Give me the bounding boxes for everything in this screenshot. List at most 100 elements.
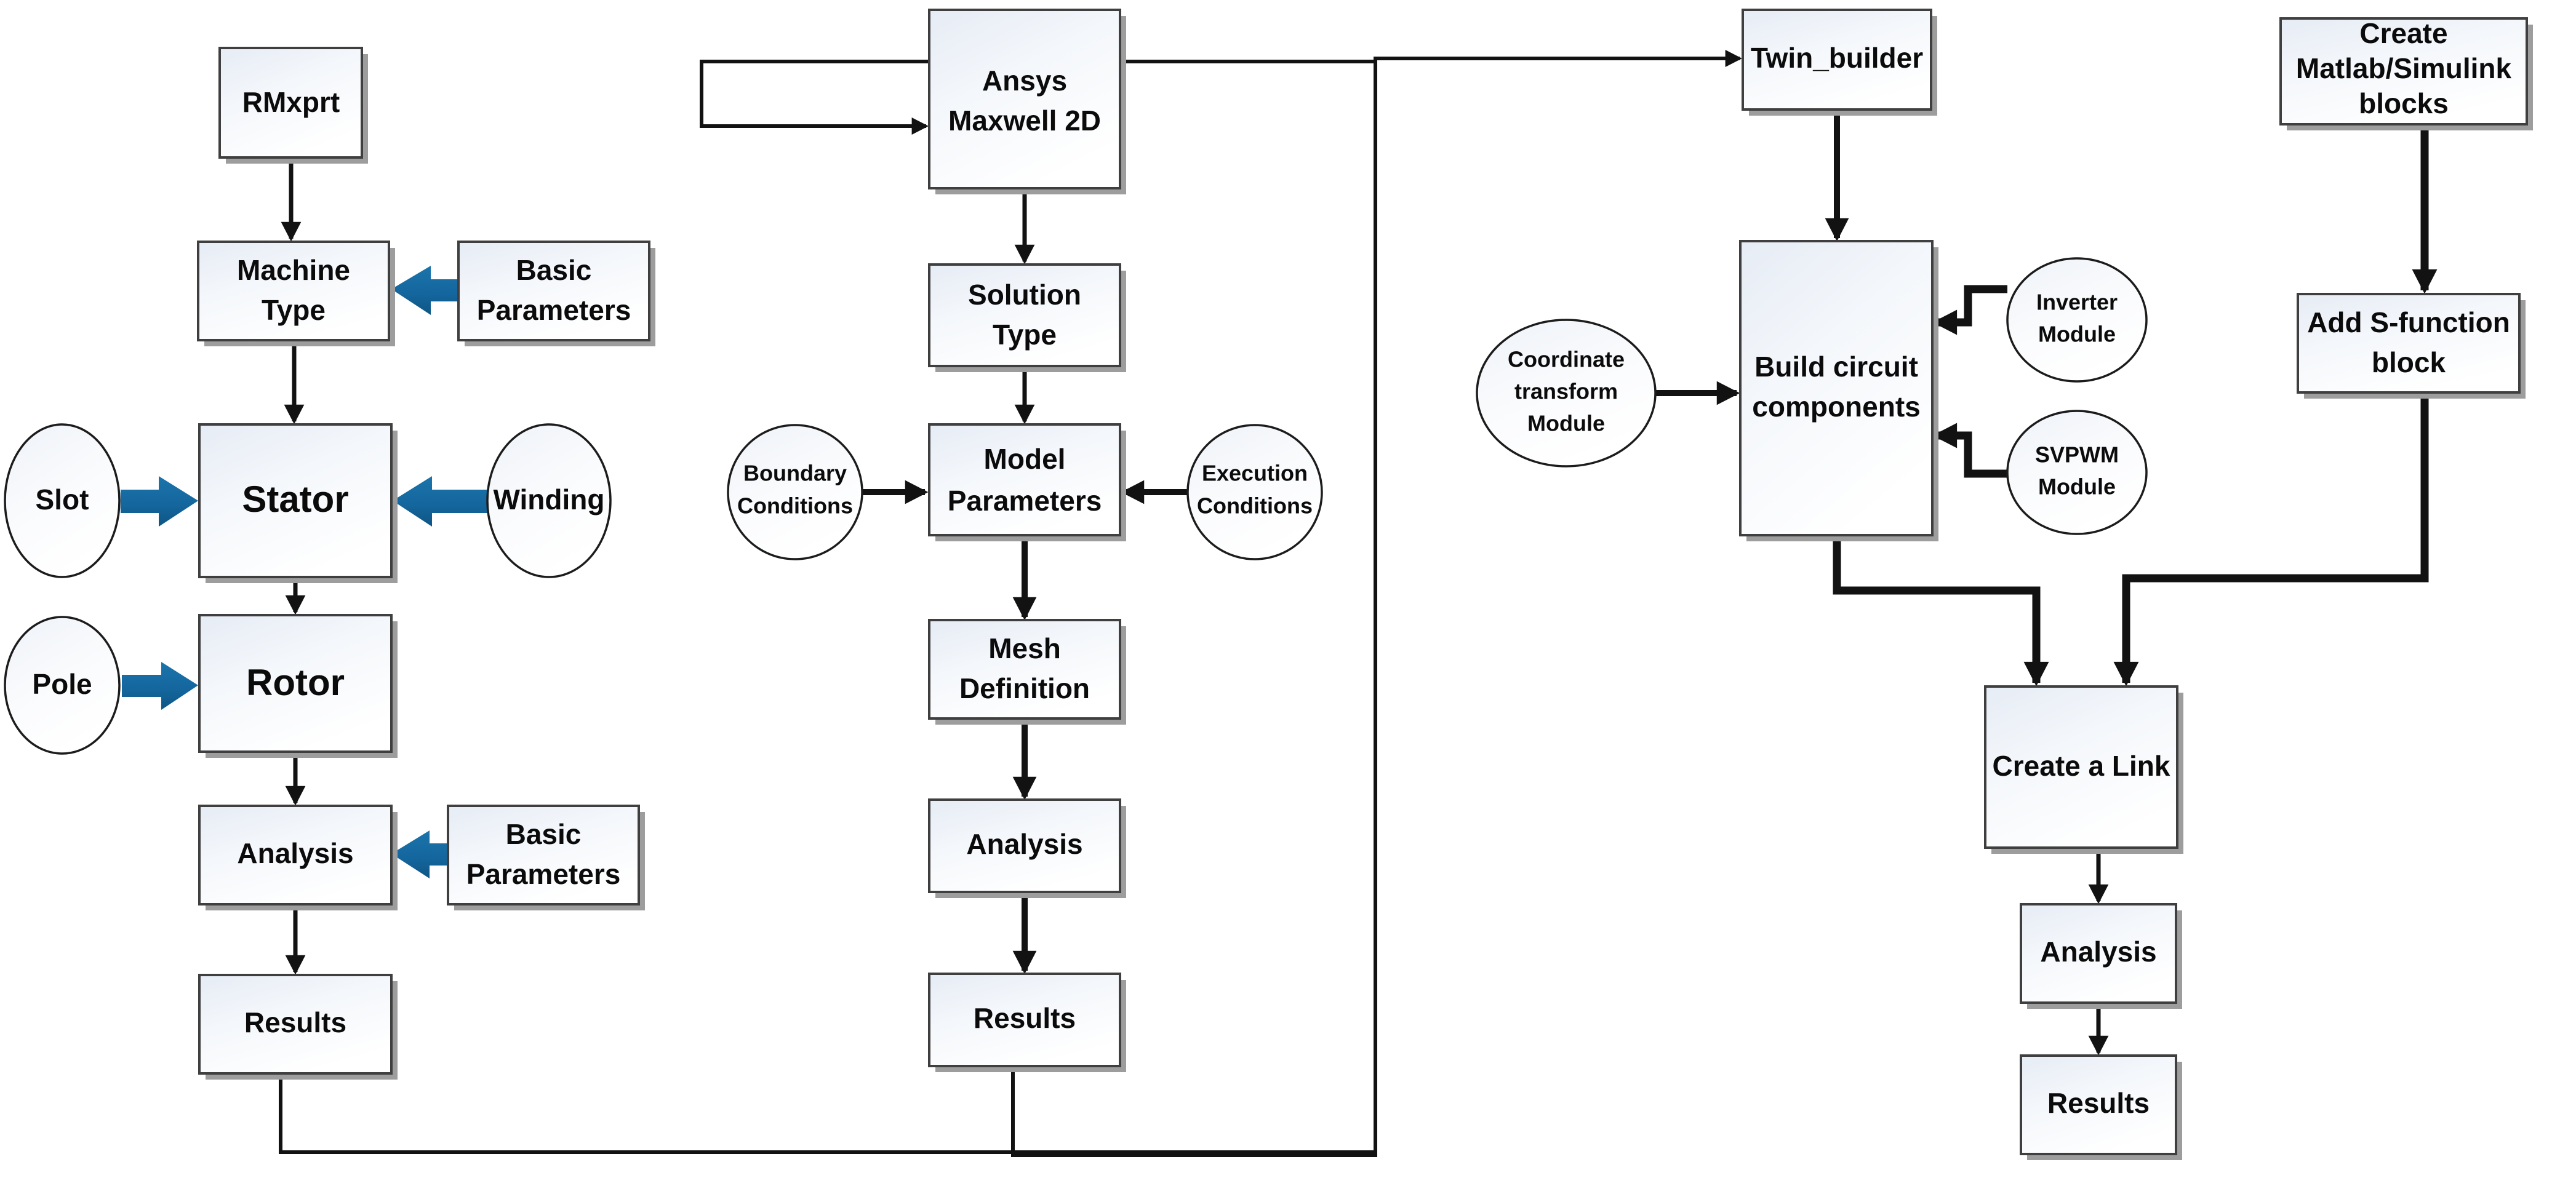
- add-s-function-block-label-line2: block: [2372, 346, 2446, 378]
- analysis-2-label: Analysis: [966, 828, 1082, 860]
- results-1-box: [198, 974, 393, 1075]
- node-coordinate-transform-module[interactable]: Coordinate transform Module: [1476, 319, 1657, 468]
- stator-box: [198, 423, 393, 578]
- machine-type-box: [197, 241, 390, 341]
- add-s-function-block-label-line1: Add S-function: [2307, 306, 2510, 338]
- blue-arrow-basic-parameters-2-to-analysis-1: [391, 830, 450, 878]
- build-circuit-components-label-line2: components: [1752, 391, 1920, 423]
- inverter-module-label-line2: Module: [2038, 322, 2116, 347]
- node-twin-builder[interactable]: Twin_builder: [1742, 9, 1937, 116]
- solution-type-label-line2: Type: [993, 319, 1057, 351]
- ansys-maxwell-2d-box: [928, 9, 1121, 189]
- create-matlab-simulink-blocks-box: [2279, 17, 2528, 125]
- winding-label: Winding: [494, 484, 605, 515]
- analysis-1-box: [198, 805, 393, 905]
- results-1-label: Results: [244, 1006, 346, 1038]
- create-a-link-box: [1984, 685, 2178, 849]
- create-matlab-simulink-blocks-label-line2: Matlab/Simulink: [2296, 52, 2512, 84]
- mesh-definition-label-line1: Mesh: [988, 632, 1061, 664]
- node-results-3[interactable]: Results: [2020, 1054, 2182, 1160]
- connector-inverter-module-to-build-circuit-components: [1932, 285, 2007, 335]
- rmxprt-label: RMxprt: [242, 86, 340, 118]
- node-layer: RMxprt Machine Type Basic Parameters Slo…: [4, 9, 2533, 1160]
- connector-layer: [279, 49, 2438, 1157]
- svpwm-module-ellipse: [2006, 410, 2148, 535]
- node-ansys-maxwell-2d[interactable]: Ansys Maxwell 2D: [928, 9, 1126, 194]
- boundary-conditions-label-line2: Conditions: [737, 493, 853, 519]
- node-create-matlab-simulink-blocks[interactable]: Create Matlab/Simulink blocks: [2279, 17, 2533, 130]
- machine-type-label-line2: Type: [262, 294, 326, 326]
- node-machine-type[interactable]: Machine Type: [197, 241, 395, 346]
- node-svpwm-module[interactable]: SVPWM Module: [2006, 410, 2148, 535]
- node-analysis-1[interactable]: Analysis: [198, 805, 398, 910]
- blue-arrow-winding-to-stator: [393, 476, 490, 527]
- node-basic-parameters-2[interactable]: Basic Parameters: [447, 805, 645, 910]
- twin-builder-box: [1742, 9, 1932, 111]
- node-mesh-definition[interactable]: Mesh Definition: [928, 619, 1126, 725]
- ansys-maxwell-2d-label-line1: Ansys: [982, 65, 1067, 97]
- basic-parameters-2-label-line2: Parameters: [466, 858, 621, 890]
- node-basic-parameters-1[interactable]: Basic Parameters: [457, 241, 655, 346]
- node-execution-conditions[interactable]: Execution Conditions: [1186, 424, 1323, 560]
- slot-label: Slot: [36, 484, 89, 515]
- stator-label: Stator: [242, 479, 348, 520]
- node-analysis-3[interactable]: Analysis: [2020, 903, 2182, 1009]
- node-rmxprt[interactable]: RMxprt: [218, 47, 368, 164]
- blue-arrow-pole-to-rotor: [122, 662, 198, 710]
- node-slot[interactable]: Slot: [4, 423, 121, 578]
- mesh-definition-label-line2: Definition: [959, 672, 1090, 704]
- node-rotor[interactable]: Rotor: [198, 614, 398, 758]
- create-matlab-simulink-blocks-label-line1: Create: [2359, 17, 2447, 49]
- build-circuit-components-box: [1739, 240, 1934, 536]
- coordinate-transform-module-label-line3: Module: [1527, 411, 1605, 436]
- node-model-parameters[interactable]: Model Parameters: [928, 423, 1126, 541]
- build-circuit-components-label-line1: Build circuit: [1754, 351, 1918, 383]
- node-analysis-2[interactable]: Analysis: [928, 798, 1126, 898]
- coordinate-transform-module-ellipse: [1476, 319, 1657, 468]
- ansys-maxwell-2d-label-line2: Maxwell 2D: [948, 105, 1101, 137]
- analysis-2-box: [928, 798, 1121, 893]
- results-2-box: [928, 973, 1121, 1067]
- rmxprt-box: [218, 47, 363, 159]
- node-winding[interactable]: Winding: [486, 423, 612, 578]
- results-3-box: [2020, 1054, 2177, 1155]
- slot-ellipse: [4, 423, 121, 578]
- node-add-s-function-block[interactable]: Add S-function block: [2297, 293, 2526, 399]
- svpwm-module-label-line1: SVPWM: [2035, 442, 2119, 468]
- inverter-module-label-line1: Inverter: [2036, 290, 2118, 315]
- results-2-label: Results: [974, 1002, 1076, 1034]
- node-results-2[interactable]: Results: [928, 973, 1126, 1072]
- mesh-definition-box: [928, 619, 1121, 720]
- boundary-conditions-ellipse: [727, 424, 863, 560]
- connector-build-circuit-components-to-create-a-link: [1833, 535, 2049, 687]
- node-stator[interactable]: Stator: [198, 423, 398, 583]
- blue-arrow-basic-parameters-1-to-machine-type: [391, 266, 460, 315]
- coordinate-transform-module-label-line2: transform: [1514, 379, 1618, 404]
- rotor-label: Rotor: [246, 662, 345, 703]
- create-matlab-simulink-blocks-label-line3: blocks: [2359, 87, 2449, 119]
- create-a-link-label: Create a Link: [1993, 750, 2170, 782]
- node-boundary-conditions[interactable]: Boundary Conditions: [727, 424, 863, 560]
- twin-builder-label: Twin_builder: [1751, 42, 1923, 74]
- node-pole[interactable]: Pole: [4, 616, 121, 755]
- node-inverter-module[interactable]: Inverter Module: [2006, 257, 2148, 383]
- coordinate-transform-module-label-line1: Coordinate: [1508, 347, 1625, 372]
- connector-svpwm-module-to-build-circuit-components: [1932, 423, 2007, 478]
- node-build-circuit-components[interactable]: Build circuit components: [1739, 240, 1938, 541]
- pole-label: Pole: [32, 668, 92, 700]
- node-solution-type[interactable]: Solution Type: [928, 263, 1126, 372]
- basic-parameters-1-label-line1: Basic: [516, 254, 592, 286]
- machine-type-label-line1: Machine: [237, 254, 350, 286]
- execution-conditions-label-line2: Conditions: [1197, 493, 1313, 519]
- blue-arrow-layer: [121, 266, 490, 878]
- node-results-1[interactable]: Results: [198, 974, 398, 1080]
- node-create-a-link[interactable]: Create a Link: [1984, 685, 2183, 854]
- execution-conditions-ellipse: [1186, 424, 1323, 560]
- pole-ellipse: [4, 616, 121, 755]
- add-s-function-block-box: [2297, 293, 2521, 394]
- boundary-conditions-label-line1: Boundary: [743, 461, 847, 486]
- connector-results-2-to-twin-builder: [1011, 49, 1742, 1157]
- model-parameters-box: [928, 423, 1121, 536]
